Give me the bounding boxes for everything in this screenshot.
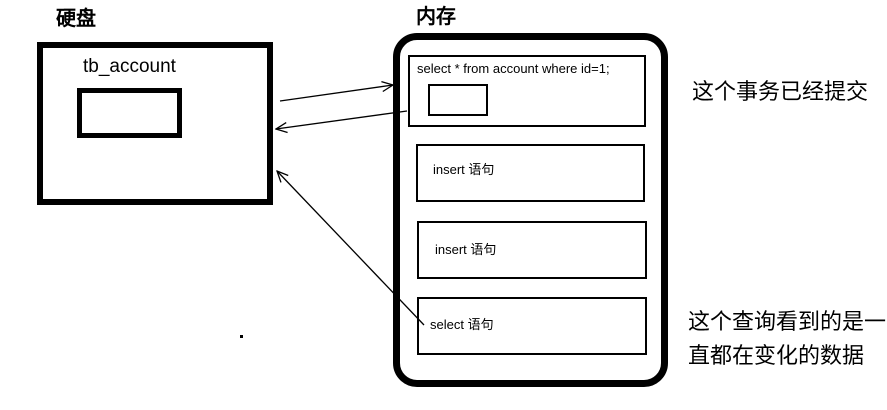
disk-box: tb_account — [37, 42, 273, 205]
disk-table-label: tb_account — [83, 56, 176, 77]
query-box-insert-1: insert 语句 — [416, 144, 645, 202]
query-box-select: select 语句 — [417, 297, 647, 355]
query-box-insert-2: insert 语句 — [417, 221, 647, 279]
query-label-select: select 语句 — [430, 317, 494, 332]
annotation-changing-data: 这个查询看到的是一直都在变化的数据 — [688, 309, 887, 368]
annotation-transaction-committed: 这个事务已经提交 — [692, 79, 869, 104]
stray-dot-mark — [240, 335, 243, 338]
arrow-disk-to-select-query — [279, 85, 393, 102]
query-box-select-id1: select * from account where id=1; — [408, 55, 646, 127]
disk-table-record-box — [77, 88, 182, 138]
query-label-select-id1: select * from account where id=1; — [417, 61, 610, 76]
memory-section-title: 内存 — [416, 6, 456, 28]
memory-box: select * from account where id=1; insert… — [393, 33, 668, 387]
arrow-query-to-disk — [276, 110, 408, 129]
query-label-insert-1: insert 语句 — [433, 162, 495, 177]
query-label-insert-2: insert 语句 — [435, 242, 497, 257]
query-result-box — [428, 84, 488, 116]
disk-section-title: 硬盘 — [56, 8, 96, 30]
